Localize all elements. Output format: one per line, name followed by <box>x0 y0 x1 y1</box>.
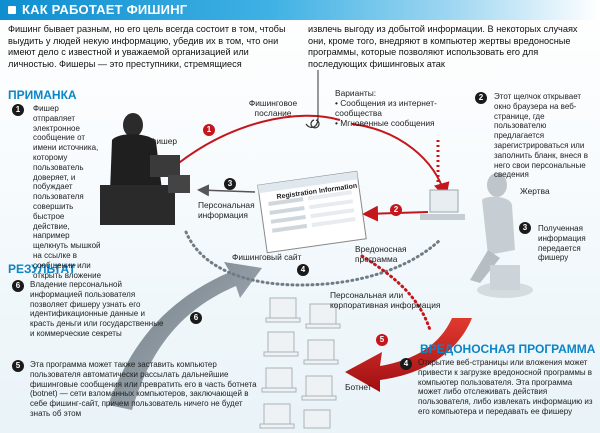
variants-box: Варианты: • Сообщения из интернет-сообще… <box>335 88 465 128</box>
arrow-1-badge: 1 <box>203 124 215 136</box>
section-bait: ПРИМАНКА <box>8 88 77 102</box>
variant-im: • Мгновенные сообщения <box>335 118 435 128</box>
arrow-4-badge: 4 <box>297 264 309 276</box>
section-result: РЕЗУЛЬТАТ <box>8 262 76 276</box>
phishing-site-form <box>257 170 367 254</box>
title-bar: КАК РАБОТАЕТ ФИШИНГ <box>0 0 600 20</box>
malware-trail <box>360 254 432 332</box>
botnet-arrow <box>345 318 472 392</box>
result-arrow <box>108 262 262 410</box>
arrow-3-badge: 3 <box>224 178 236 190</box>
intro-left: Фишинг бывает разным, но его цель всегда… <box>8 24 286 69</box>
hook-icon <box>305 117 320 129</box>
step-5-badge: 5 <box>12 360 24 372</box>
step-4-text: Открытие веб-страницы или вложения может… <box>418 358 593 416</box>
intro-right: извлечь выгоду из добытой информации. В … <box>308 24 578 69</box>
dotted-ring <box>184 230 442 287</box>
phisher-figure <box>100 113 190 225</box>
variant-community: • Сообщения из интернет-сообщества <box>335 98 437 118</box>
step-3-text: Полученная информация передается фишеру <box>538 224 586 263</box>
step-5-text: Эта программа может также заставить комп… <box>30 360 257 418</box>
arrow-6-badge: 6 <box>190 312 202 324</box>
page-title: КАК РАБОТАЕТ ФИШИНГ <box>22 2 188 17</box>
step-4-badge: 4 <box>400 358 412 370</box>
step-2-badge: 2 <box>475 92 487 104</box>
arrow-5-badge: 5 <box>376 334 388 346</box>
step-2-text: Этот щелчок открывает окно браузера на в… <box>494 92 588 180</box>
step-1-badge: 1 <box>12 104 24 116</box>
label-phisher: Фишер <box>150 136 178 146</box>
step-6-text: Владение персональной информацией пользо… <box>30 280 164 338</box>
label-personal-info: Персональная информация <box>198 200 255 220</box>
return-arrow <box>197 184 256 197</box>
message-arc <box>169 114 341 171</box>
variants-title: Варианты: <box>335 88 377 98</box>
label-personal-corporate: Персональная или корпоративная информаци… <box>330 290 441 310</box>
step-1-text: Фишер отправляет электронное сообщение о… <box>33 104 102 280</box>
section-malware: ВРЕДОНОСНАЯ ПРОГРАММА <box>420 342 596 356</box>
label-botnet: Ботнет <box>345 382 372 392</box>
label-phishing-message: Фишинговое послание <box>248 98 298 118</box>
botnet-computers <box>259 297 341 429</box>
title-bullet <box>8 6 16 14</box>
label-malware-program: Вредоносная программа <box>355 244 407 264</box>
label-victim: Жертва <box>520 186 550 196</box>
label-phishing-site: Фишинговый сайт <box>232 252 302 262</box>
step-6-badge: 6 <box>12 280 24 292</box>
message-arc-to-victim <box>351 123 450 199</box>
victim-figure <box>420 173 533 298</box>
step-3-badge: 3 <box>519 222 531 234</box>
arrow-2-badge: 2 <box>390 204 402 216</box>
